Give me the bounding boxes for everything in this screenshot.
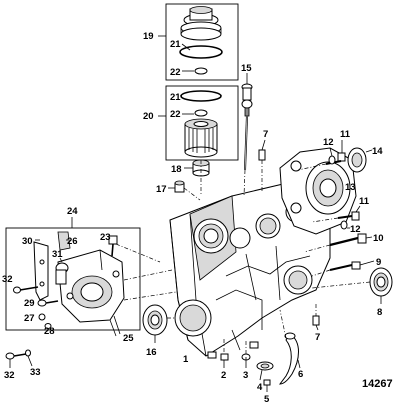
o-ring-22b xyxy=(194,109,208,117)
callout-21a: 21 xyxy=(170,39,181,50)
callout-12b: 12 xyxy=(350,224,361,235)
callout-11b: 11 xyxy=(359,196,370,207)
seal-8 xyxy=(369,267,393,297)
callout-32b: 32 xyxy=(4,370,15,381)
callout-14: 14 xyxy=(372,146,383,157)
centerline-23 xyxy=(115,243,161,263)
dipstick-15 xyxy=(241,83,253,171)
dowel-pin-7b xyxy=(312,315,320,326)
centerline-dipstick xyxy=(243,169,246,197)
callout-24: 24 xyxy=(67,206,78,217)
nut-5 xyxy=(263,379,271,386)
callout-16: 16 xyxy=(146,347,157,358)
callout-9: 9 xyxy=(376,257,381,268)
centerline-17 xyxy=(183,187,201,201)
plug-2 xyxy=(220,353,229,361)
plug-17 xyxy=(174,180,185,193)
oil-fill-cap xyxy=(180,6,222,41)
callout-10: 10 xyxy=(373,233,384,244)
washer-33 xyxy=(25,349,31,357)
centerline-11b xyxy=(311,217,339,223)
fitting-26 xyxy=(57,231,71,251)
centerline-6 xyxy=(279,309,287,339)
callout-31: 31 xyxy=(52,249,63,260)
seal-16 xyxy=(142,304,168,336)
centerline-8 xyxy=(311,281,371,289)
figure-number: 14267 xyxy=(362,378,393,390)
bolt-23 xyxy=(108,235,118,257)
o-ring-21a xyxy=(179,45,223,59)
callout-25: 25 xyxy=(123,333,134,344)
screw-29 xyxy=(37,299,59,307)
centerline-9 xyxy=(311,269,331,277)
callout-19: 19 xyxy=(143,31,154,42)
callout-33: 33 xyxy=(30,367,41,378)
o-ring-21b xyxy=(180,90,222,102)
callout-13: 13 xyxy=(345,182,356,193)
hose-6 xyxy=(278,332,299,385)
box-24 xyxy=(5,227,141,331)
callout-6: 6 xyxy=(298,369,303,380)
callout-15: 15 xyxy=(241,63,252,74)
callout-32a: 32 xyxy=(2,274,13,285)
callout-8: 8 xyxy=(377,307,382,318)
bolt-11b xyxy=(337,211,360,221)
dowel-pin-7a xyxy=(258,149,266,161)
callout-30: 30 xyxy=(22,236,33,247)
centerline-pump-a xyxy=(123,269,173,281)
callout-2: 2 xyxy=(221,370,226,381)
bracket-30 xyxy=(33,241,49,301)
callout-5: 5 xyxy=(264,394,270,403)
callout-7b: 7 xyxy=(315,332,320,343)
callout-29: 29 xyxy=(24,298,35,309)
box-19 xyxy=(165,3,239,81)
callout-28: 28 xyxy=(44,326,55,337)
oil-filter-element xyxy=(184,118,218,158)
callout-11a: 11 xyxy=(340,129,351,140)
callout-17: 17 xyxy=(156,184,167,195)
callout-23: 23 xyxy=(100,232,111,243)
callout-1: 1 xyxy=(183,354,189,365)
washer-12a xyxy=(328,155,336,165)
centerline-pump-b xyxy=(123,291,177,301)
callout-21b: 21 xyxy=(170,92,181,103)
stud-10 xyxy=(329,233,367,247)
callout-22b: 22 xyxy=(170,109,181,120)
callout-18: 18 xyxy=(171,164,182,175)
screw-3 xyxy=(241,353,251,364)
bolt-9 xyxy=(329,261,361,271)
clamp-4 xyxy=(256,361,274,371)
seal-14 xyxy=(347,147,367,173)
washer-12b xyxy=(340,220,348,230)
callout-12a: 12 xyxy=(323,137,334,148)
callout-26: 26 xyxy=(67,236,78,247)
screw-28 xyxy=(44,323,52,329)
callout-27: 27 xyxy=(24,313,35,324)
valve-31 xyxy=(55,262,69,285)
callout-20: 20 xyxy=(143,111,154,122)
o-ring-22a xyxy=(194,67,208,75)
washer-27 xyxy=(38,313,46,321)
callout-7a: 7 xyxy=(263,129,268,140)
bolt-32a xyxy=(13,286,39,294)
callout-3: 3 xyxy=(243,370,248,381)
pump-body-25 xyxy=(57,249,125,337)
callout-4: 4 xyxy=(257,382,263,393)
callout-22a: 22 xyxy=(170,67,181,78)
bolt-32b xyxy=(5,352,27,360)
